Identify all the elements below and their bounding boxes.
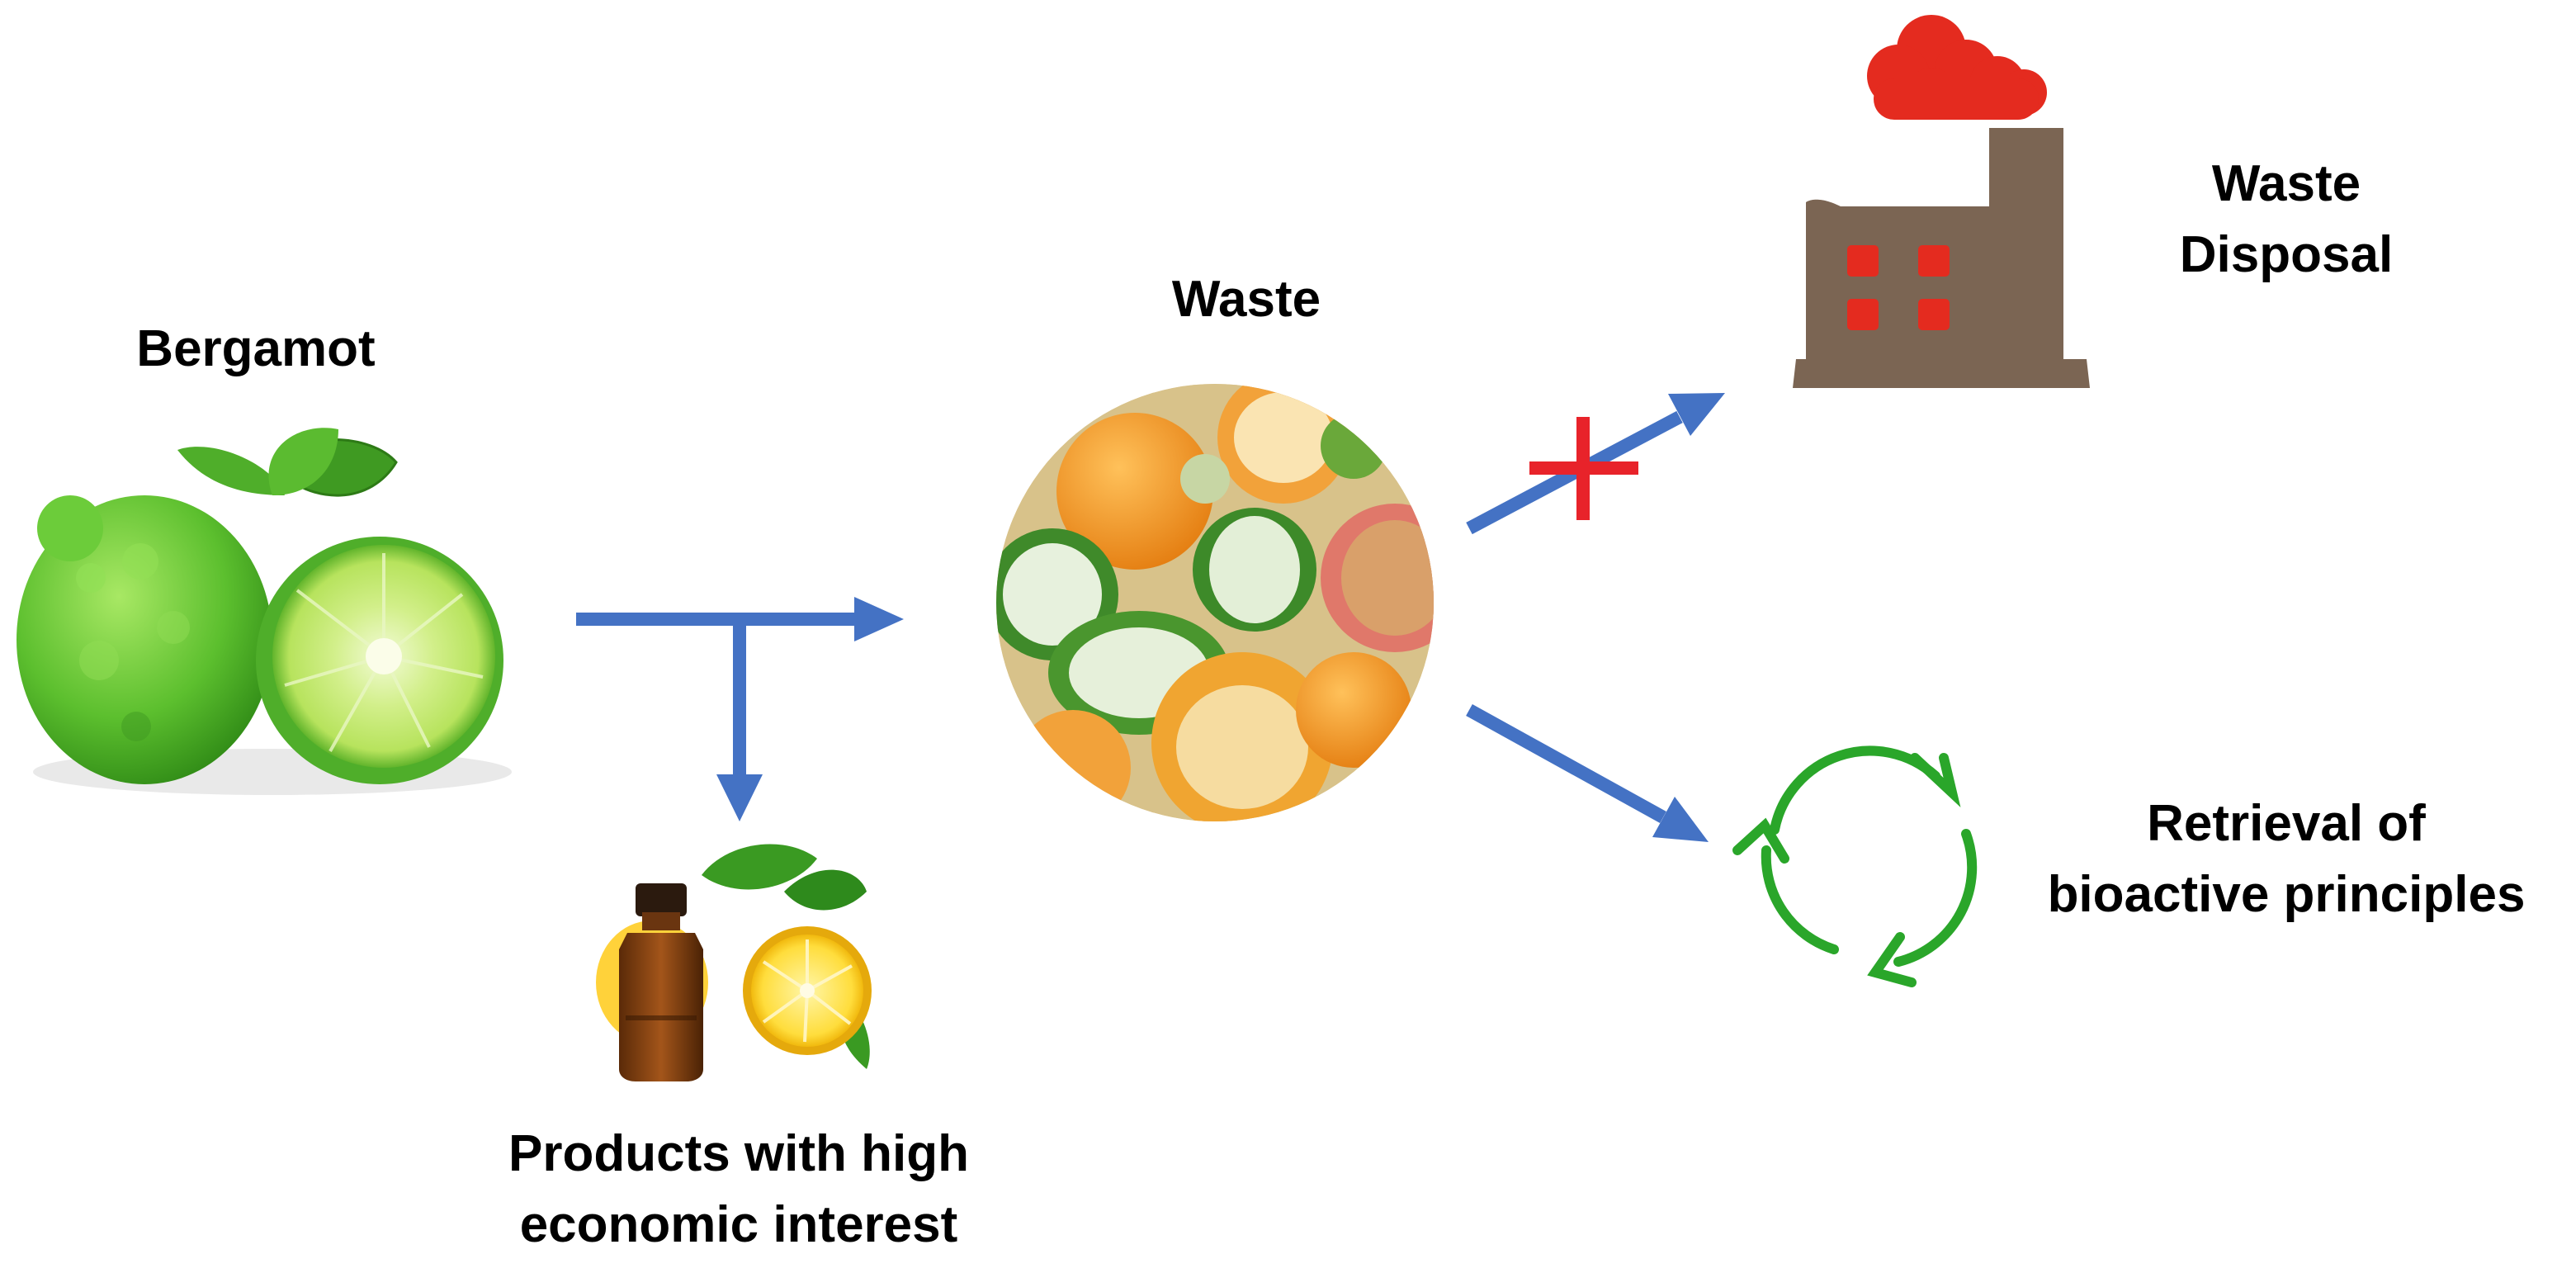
retrieval-label: Retrieval of bioactive principles [1997,788,2575,930]
waste-label: Waste [1171,271,1321,328]
waste-disposal-label: Waste Disposal [2113,149,2460,291]
waste-disposal-label-line1: Waste [2211,155,2361,212]
waste-disposal-label-line2: Disposal [2179,226,2394,283]
factory-icon [1793,15,2090,388]
products-label-line1: Products with high [508,1125,969,1182]
bergamot-fruit-image [17,428,512,795]
flow-arrow-to-retrieval [1466,703,1709,842]
retrieval-label-line2: bioactive principles [2047,866,2526,923]
essential-oil-bottle-and-lemon-image [596,844,872,1081]
products-label: Products with high economic interest [429,1119,1048,1261]
flow-arrow-to-disposal [1466,393,1725,535]
retrieval-label-line1: Retrieval of [2147,795,2426,852]
flow-arrow-to-products [716,619,763,821]
red-cross-icon [1529,417,1638,520]
citrus-peel-waste-image [996,384,1434,821]
products-label-line2: economic interest [519,1196,958,1253]
bergamot-label: Bergamot [136,320,376,377]
flow-arrow-to-waste [576,597,904,641]
recycle-icon [1732,745,1978,987]
